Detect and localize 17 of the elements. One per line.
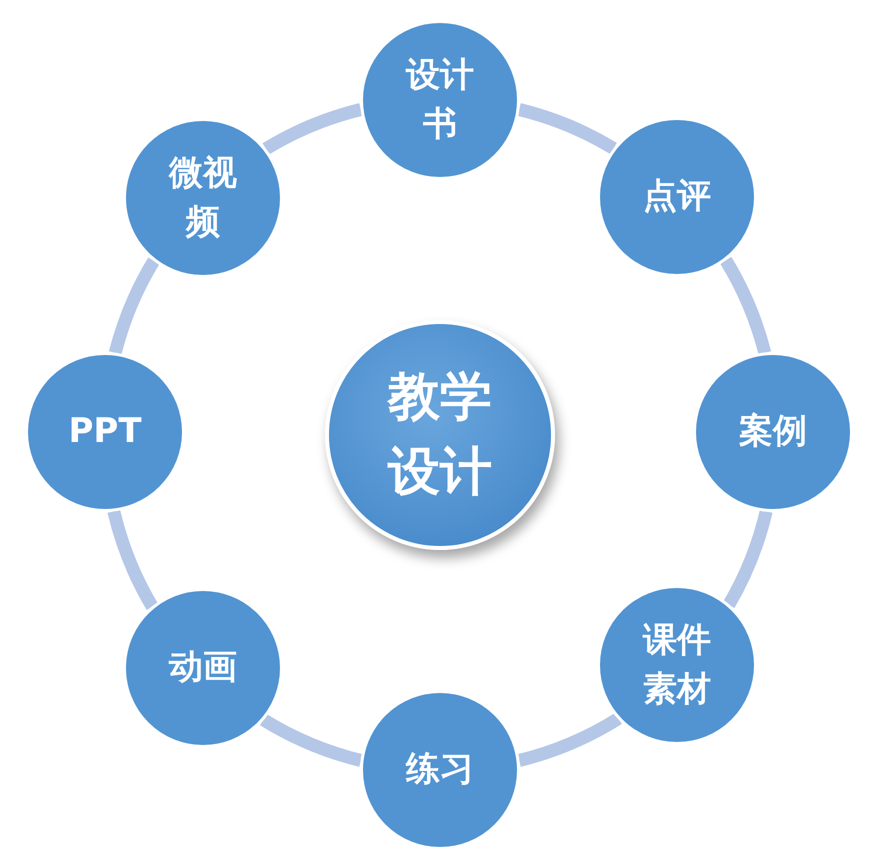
ring-segment — [260, 714, 363, 767]
node-label: 练习 — [404, 748, 475, 792]
ring-segment — [517, 712, 622, 767]
node-label: 点评 — [642, 175, 712, 218]
node-label: 案例 — [738, 410, 808, 454]
ring-segment — [517, 103, 617, 154]
ring-segment — [108, 258, 160, 355]
ring-segment — [723, 510, 772, 608]
node-label: 课件素材 — [642, 618, 712, 711]
node-label: 设计书 — [404, 54, 475, 146]
ring-segment — [108, 510, 158, 610]
node-label: PPT — [67, 410, 143, 454]
ring-segment — [720, 257, 772, 355]
node-label: 动画 — [168, 646, 238, 690]
ring-segment — [262, 103, 363, 154]
node-label: 教学设计 — [386, 366, 493, 504]
node-label: 微视频 — [167, 152, 238, 244]
